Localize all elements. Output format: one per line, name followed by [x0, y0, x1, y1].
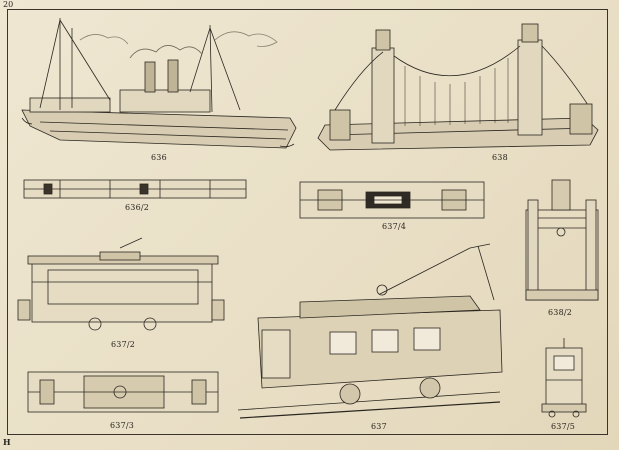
- figure-label-636: 636: [151, 153, 167, 162]
- figure-label-637-5: 637/5: [551, 422, 576, 431]
- figure-label-638-2: 638/2: [548, 308, 573, 317]
- figure-label-637-3: 637/3: [110, 421, 135, 430]
- signature-mark: H: [3, 437, 11, 447]
- figure-label-637-4: 637/4: [382, 222, 407, 231]
- tower-638-2: [525, 179, 599, 301]
- page-number: 20: [3, 0, 14, 9]
- plan-637-4: [299, 181, 485, 219]
- suspension-bridge-illustration: [317, 23, 599, 151]
- figure-label-638: 638: [492, 153, 508, 162]
- plan-637-3: [27, 371, 219, 413]
- tram-end-637-5: [541, 338, 587, 418]
- figure-label-637-2: 637/2: [111, 340, 136, 349]
- plan-636-2: [23, 179, 247, 199]
- tram-elevation-637-2: [17, 237, 225, 331]
- ship-illustration: [21, 18, 297, 149]
- page-border: [7, 9, 608, 435]
- figure-label-636-2: 636/2: [125, 203, 150, 212]
- tram-illustration: [237, 243, 503, 419]
- figure-label-637: 637: [371, 422, 387, 431]
